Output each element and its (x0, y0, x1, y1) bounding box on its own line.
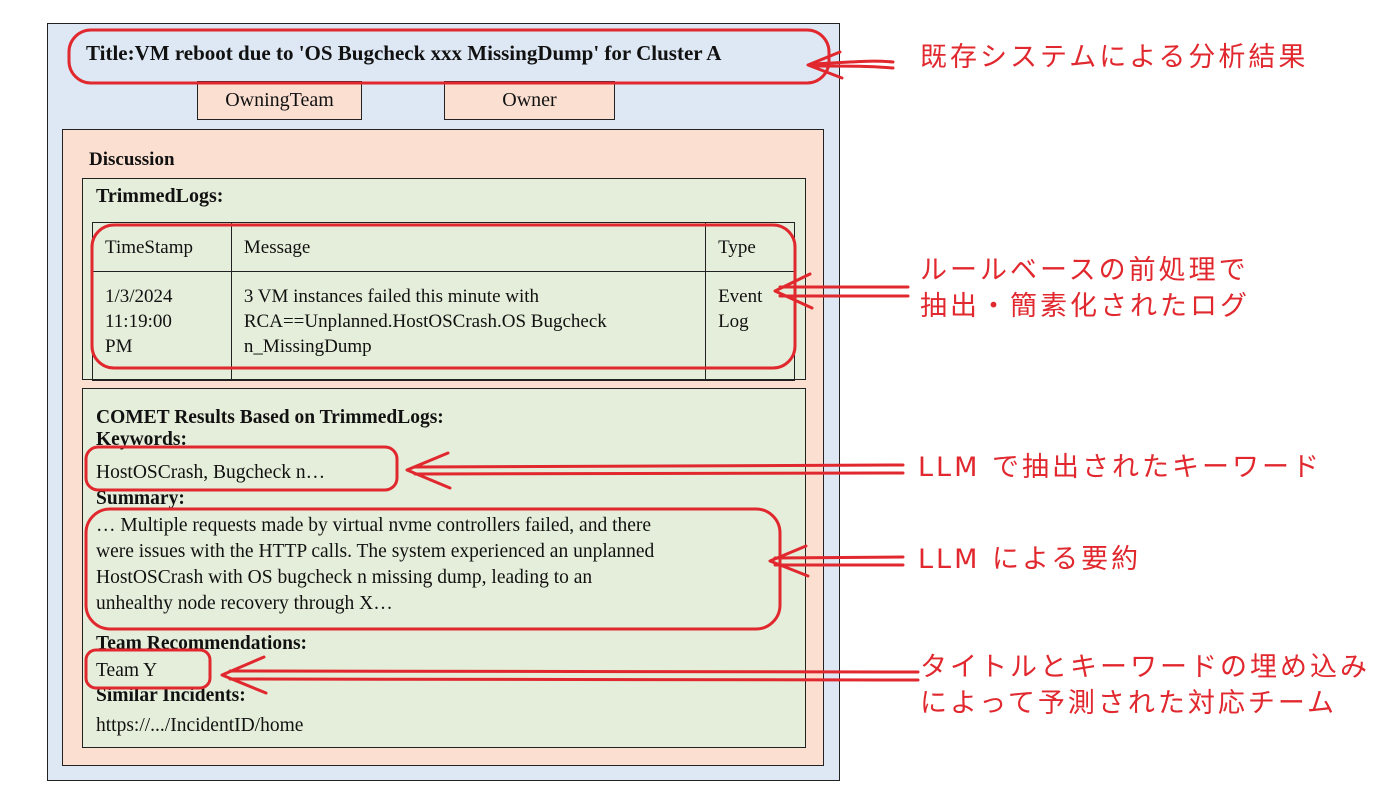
summary-text: … Multiple requests made by virtual nvme… (96, 515, 655, 614)
log-type: Event Log (705, 271, 795, 381)
column-header-message: Message (230, 222, 707, 272)
column-header-timestamp: TimeStamp (92, 222, 232, 272)
annotation-llm-summary: LLM による要約 (918, 544, 1142, 575)
log-table-header: TimeStamp Message Type (92, 222, 795, 272)
team-recommendations-label: Team Recommendations: (96, 633, 308, 654)
annotation-team-2: によって予測された対応チーム (920, 688, 1338, 719)
annotation-team-1: タイトルとキーワードの埋め込み (920, 652, 1370, 683)
discussion-label: Discussion (89, 149, 175, 170)
trimmed-logs-title: TrimmedLogs: (96, 185, 224, 207)
table-row: 1/3/2024 11:19:00 PM 3 VM instances fail… (92, 271, 795, 381)
log-table: TimeStamp Message Type 1/3/2024 11:19:00… (92, 222, 795, 381)
team-recommendation-value: Team Y (96, 660, 158, 681)
annotation-existing-system: 既存システムによる分析結果 (920, 42, 1309, 73)
annotation-rule-based-2: 抽出・簡素化されたログ (920, 291, 1250, 322)
log-timestamp: 1/3/2024 11:19:00 PM (92, 271, 232, 381)
log-message: 3 VM instances failed this minute with R… (230, 271, 707, 381)
annotation-llm-keywords: LLM で抽出されたキーワード (918, 452, 1322, 483)
incident-title: Title:VM reboot due to 'OS Bugcheck xxx … (86, 41, 722, 65)
summary-label: Summary: (96, 488, 185, 509)
column-header-type: Type (705, 222, 795, 272)
keywords-value: HostOSCrash, Bugcheck n… (96, 462, 326, 483)
comet-results-title: COMET Results Based on TrimmedLogs: (96, 407, 444, 428)
owning-team-field[interactable]: OwningTeam (197, 81, 362, 120)
similar-incidents-label: Similar Incidents: (96, 685, 246, 706)
keywords-label: Keywords: (96, 429, 187, 450)
owner-field[interactable]: Owner (444, 81, 615, 120)
similar-incident-link[interactable]: https://.../IncidentID/home (96, 715, 304, 736)
annotation-rule-based-1: ルールベースの前処理で (920, 255, 1249, 286)
